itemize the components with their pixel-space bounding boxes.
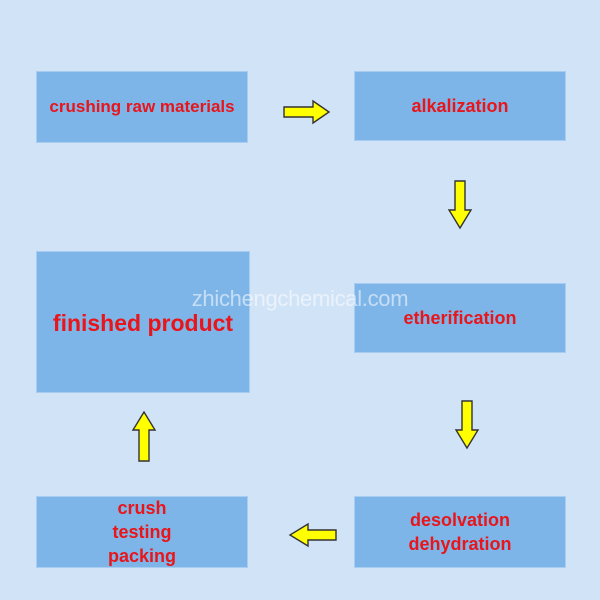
step-label-line: testing bbox=[112, 522, 172, 542]
step-label: finished product bbox=[52, 309, 234, 336]
arrow-down-icon bbox=[447, 180, 473, 230]
step-label: etherification bbox=[403, 307, 517, 328]
step-label-line: crush bbox=[117, 498, 167, 518]
arrow-up-icon bbox=[131, 411, 157, 462]
step-desolvation-dehydration: desolvation dehydration bbox=[355, 497, 565, 567]
step-etherification: etherification bbox=[355, 284, 565, 352]
step-label-line: dehydration bbox=[408, 534, 512, 554]
step-label-line: packing bbox=[107, 546, 177, 566]
step-label-line: desolvation bbox=[409, 510, 511, 530]
step-alkalization: alkalization bbox=[355, 72, 565, 140]
step-crushing-raw-materials: crushing raw materials bbox=[37, 72, 247, 142]
arrow-down-icon bbox=[454, 400, 480, 450]
arrow-left-icon bbox=[288, 522, 337, 548]
step-label: alkalization bbox=[411, 95, 509, 116]
step-crush-testing-packing: crush testing packing bbox=[37, 497, 247, 567]
arrow-right-icon bbox=[283, 99, 331, 125]
step-label: crushing raw materials bbox=[49, 97, 235, 116]
step-finished-product: finished product bbox=[37, 252, 249, 392]
